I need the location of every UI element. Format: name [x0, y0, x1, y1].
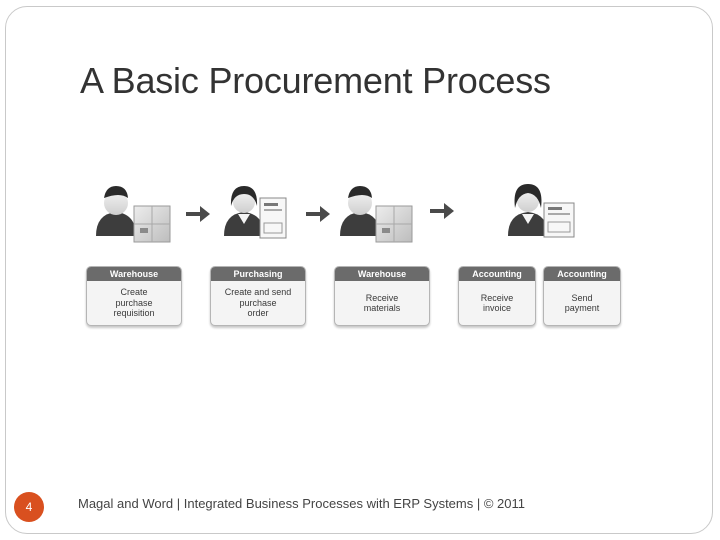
- step-task-label: Receive materials: [363, 292, 401, 314]
- flow-arrow-icon: [306, 206, 330, 222]
- process-step-card: Accounting Receive invoice: [458, 266, 536, 326]
- purchasing-agent-icon: [224, 186, 264, 236]
- step-role-label: Warehouse: [335, 267, 429, 281]
- step-role-label: Accounting: [459, 267, 535, 281]
- accountant-icon: [508, 184, 548, 236]
- process-step-card: Accounting Send payment: [543, 266, 621, 326]
- slide-title: A Basic Procurement Process: [80, 60, 551, 101]
- step-role-label: Warehouse: [87, 267, 181, 281]
- slide-footer: Magal and Word | Integrated Business Pro…: [78, 496, 525, 511]
- flow-arrow-icon: [186, 206, 210, 222]
- step-task-label: Send payment: [564, 292, 600, 314]
- process-step-card: Warehouse Receive materials: [334, 266, 430, 326]
- step-role-label: Purchasing: [211, 267, 305, 281]
- slide-number-badge: 4: [14, 492, 44, 522]
- invoice-document-icon: [543, 202, 575, 238]
- process-step-card: Purchasing Create and send purchase orde…: [210, 266, 306, 326]
- step-task-label: Create purchase requisition: [113, 287, 155, 319]
- warehouse-worker-icon: [96, 186, 136, 236]
- stacked-boxes-icon: [133, 205, 171, 243]
- process-step-card: Warehouse Create purchase requisition: [86, 266, 182, 326]
- step-task-label: Receive invoice: [480, 292, 514, 314]
- warehouse-worker-icon: [340, 186, 380, 236]
- flow-arrow-icon: [430, 203, 454, 219]
- step-role-label: Accounting: [544, 267, 620, 281]
- stacked-boxes-icon: [375, 205, 413, 243]
- step-task-label: Create and send purchase order: [224, 287, 292, 319]
- purchase-order-document-icon: [259, 197, 287, 239]
